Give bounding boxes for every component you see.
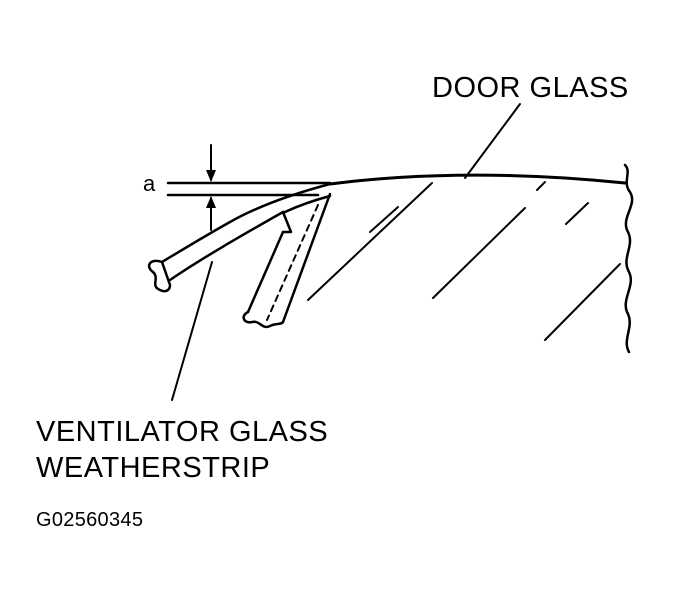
- dimension-a-lines: [166, 181, 332, 197]
- door-glass-top-edge: [328, 173, 627, 186]
- glass-reflection-lines: [307, 181, 621, 341]
- weatherstrip-body-left: [246, 230, 285, 314]
- weatherstrip-lip-lower: [168, 194, 332, 282]
- dimension-a-label: a: [143, 171, 156, 196]
- weatherstrip-label: WEATHERSTRIP: [36, 452, 271, 484]
- figure-code: G02560345: [36, 509, 144, 531]
- weatherstrip-body-notch: [281, 210, 293, 234]
- weatherstrip-bottom-break: [242, 310, 285, 329]
- weatherstrip-lip: [160, 182, 332, 264]
- door-glass-leader: [464, 103, 521, 179]
- weatherstrip-body-right: [281, 192, 332, 324]
- door-glass-label: DOOR GLASS: [432, 72, 629, 104]
- arrowhead-down: [206, 170, 216, 182]
- ventilator-glass-label: VENTILATOR GLASS: [36, 416, 329, 448]
- weatherstrip-left-break: [147, 259, 172, 293]
- weatherstrip-body-dashed: [266, 204, 319, 321]
- arrowhead-up: [206, 196, 216, 208]
- door-glass-break-edge: [623, 163, 634, 354]
- weatherstrip-leader: [171, 261, 213, 401]
